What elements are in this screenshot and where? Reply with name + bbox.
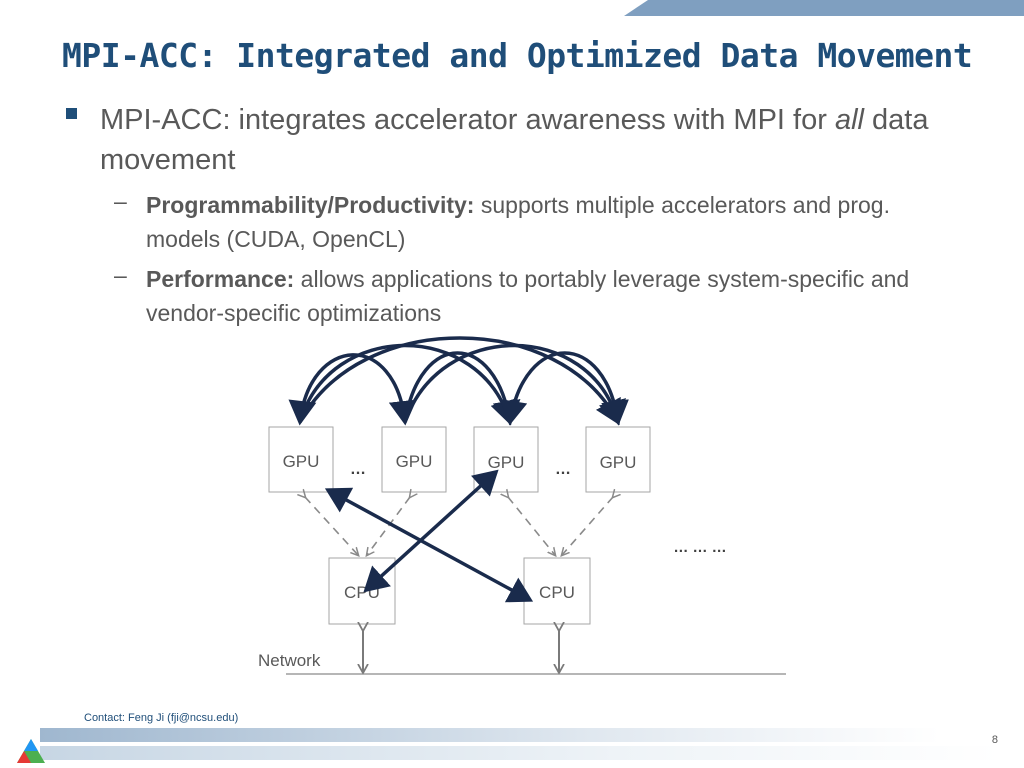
subbullet-bold: Performance: <box>146 266 295 292</box>
gpu-label: GPU <box>488 453 525 472</box>
gpu-label: GPU <box>283 452 320 471</box>
cpu-label: CPU <box>344 583 380 602</box>
gpu-ellipsis: … <box>350 461 366 478</box>
arrow-gpu3-cpu1 <box>363 469 499 593</box>
dash-icon: – <box>114 262 127 288</box>
arcs-group <box>288 336 629 426</box>
dashed-link <box>508 497 555 555</box>
subbullet-text: allows applications to portably leverage… <box>146 266 910 326</box>
network-label: Network <box>258 651 321 670</box>
gpu-label: GPU <box>600 453 637 472</box>
main-bullet: MPI-ACC: integrates accelerator awarenes… <box>100 100 960 180</box>
cpu-label: CPU <box>539 583 575 602</box>
arc-gpu2-gpu4 <box>403 343 626 426</box>
footer-band <box>40 728 940 742</box>
bullet-square-icon <box>66 108 77 119</box>
footer-band <box>40 746 1000 760</box>
dashed-link <box>562 497 613 555</box>
cross-arrows <box>324 469 534 603</box>
footer-contact: Contact: Feng Ji (fji@ncsu.edu) <box>84 712 239 724</box>
subbullet-bold: Programmability/Productivity: <box>146 192 475 218</box>
subbullet-programmability: Programmability/Productivity: supports m… <box>146 188 966 256</box>
gpu-label: GPU <box>396 452 433 471</box>
dashed-link <box>305 497 358 555</box>
page-number: 8 <box>991 734 998 746</box>
argonne-logo-icon <box>17 739 45 763</box>
arc-gpu1-gpu2 <box>288 353 417 426</box>
dashed-link <box>367 497 410 555</box>
slide-title: MPI-ACC: Integrated and Optimized Data M… <box>62 36 973 75</box>
network-links <box>363 630 559 672</box>
subbullet-performance: Performance: allows applications to port… <box>146 262 966 330</box>
cpu-box-2 <box>523 557 591 625</box>
main-bullet-italic: all <box>834 104 864 136</box>
main-bullet-text-1: MPI-ACC: integrates accelerator awarenes… <box>100 104 835 136</box>
gpu-ellipsis: … <box>555 461 571 478</box>
subbullet-text: supports multiple accelerators and prog.… <box>146 192 890 252</box>
main-bullet-text-2: data movement <box>100 104 929 176</box>
top-accent-band <box>624 0 1024 16</box>
dash-icon: – <box>114 188 127 214</box>
arc-gpu1-gpu4 <box>298 336 621 426</box>
gpu-box-4 <box>585 426 651 493</box>
gpu-box-1 <box>268 426 334 493</box>
node-ellipsis: … … … <box>673 539 726 556</box>
arc-gpu2-gpu3 <box>403 351 521 426</box>
arc-gpu3-gpu4 <box>499 351 629 426</box>
